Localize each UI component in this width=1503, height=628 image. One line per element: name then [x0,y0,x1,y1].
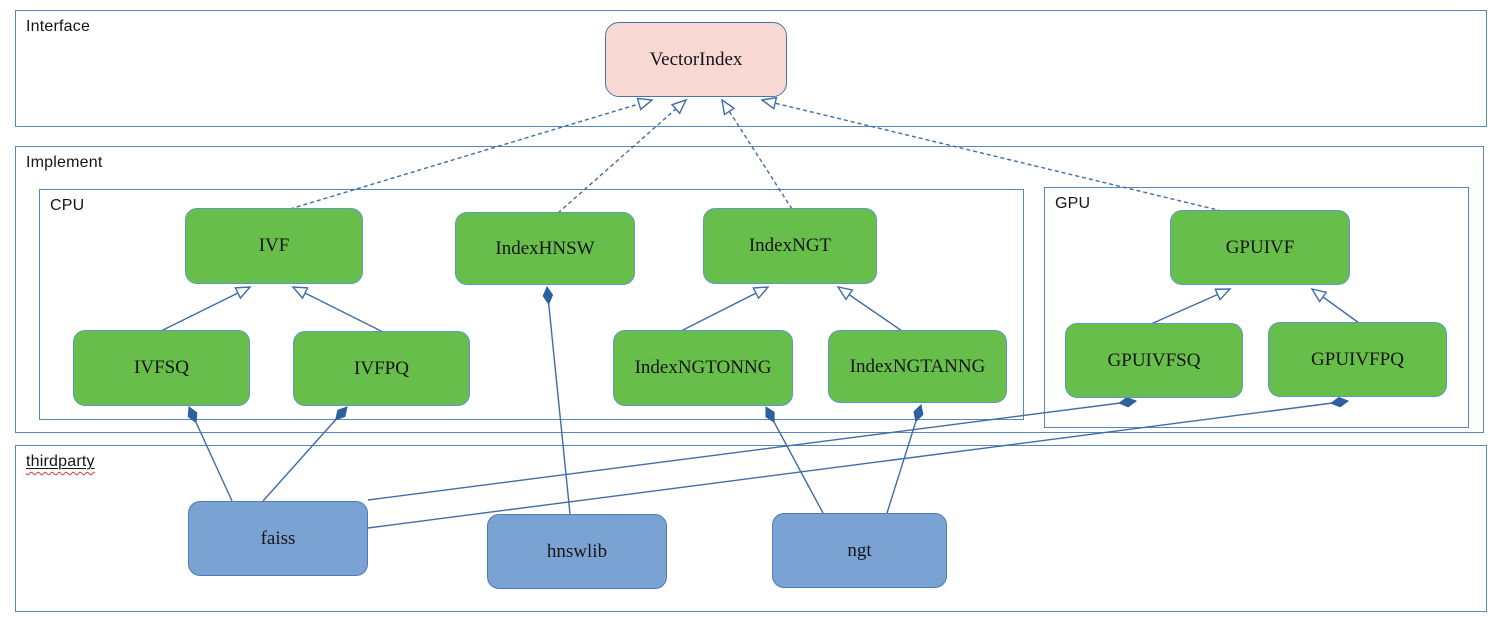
node-indexngtonng-label: IndexNGTONNG [634,357,772,378]
node-ivf-label: IVF [258,235,290,256]
node-gpuivf-label: GPUIVF [1225,236,1295,258]
node-gpuivf[interactable]: GPUIVF [1170,210,1350,285]
cpu-label: CPU [50,197,85,214]
interface-label: Interface [26,18,91,35]
node-faiss-label: faiss [260,527,296,549]
node-ngt-label: ngt [847,539,872,561]
node-ivfsq[interactable]: IVFSQ [73,330,250,406]
node-hnswlib[interactable]: hnswlib [487,514,667,589]
node-ivfsq-label: IVFSQ [134,357,189,378]
node-vectorindex[interactable]: VectorIndex [605,22,787,97]
node-ivfpq[interactable]: IVFPQ [293,331,470,406]
node-gpuivfpq[interactable]: GPUIVFPQ [1268,322,1447,397]
node-indexngtanng-label: IndexNGTANNG [849,355,986,377]
node-gpuivfpq-label: GPUIVFPQ [1311,348,1404,370]
node-vectorindex-label: VectorIndex [649,48,743,70]
node-indexngtonng[interactable]: IndexNGTONNG [613,330,793,406]
node-gpuivfsq-label: GPUIVFSQ [1107,349,1201,371]
node-indexhnsw-label: IndexHNSW [495,237,595,259]
node-gpuivfsq[interactable]: GPUIVFSQ [1065,323,1243,398]
node-indexngt-label: IndexNGT [748,235,832,256]
gpu-label: GPU [1055,195,1091,212]
node-indexhnsw[interactable]: IndexHNSW [455,212,635,285]
node-hnswlib-label: hnswlib [546,540,608,562]
node-ivfpq-label: IVFPQ [354,357,409,379]
node-ngt[interactable]: ngt [772,513,947,588]
implement-label: Implement [26,154,103,171]
node-indexngt[interactable]: IndexNGT [703,208,877,284]
thirdparty-label: thirdparty [26,453,95,470]
node-faiss[interactable]: faiss [188,501,368,576]
node-ivf[interactable]: IVF [185,208,363,284]
node-indexngtanng[interactable]: IndexNGTANNG [828,330,1007,403]
